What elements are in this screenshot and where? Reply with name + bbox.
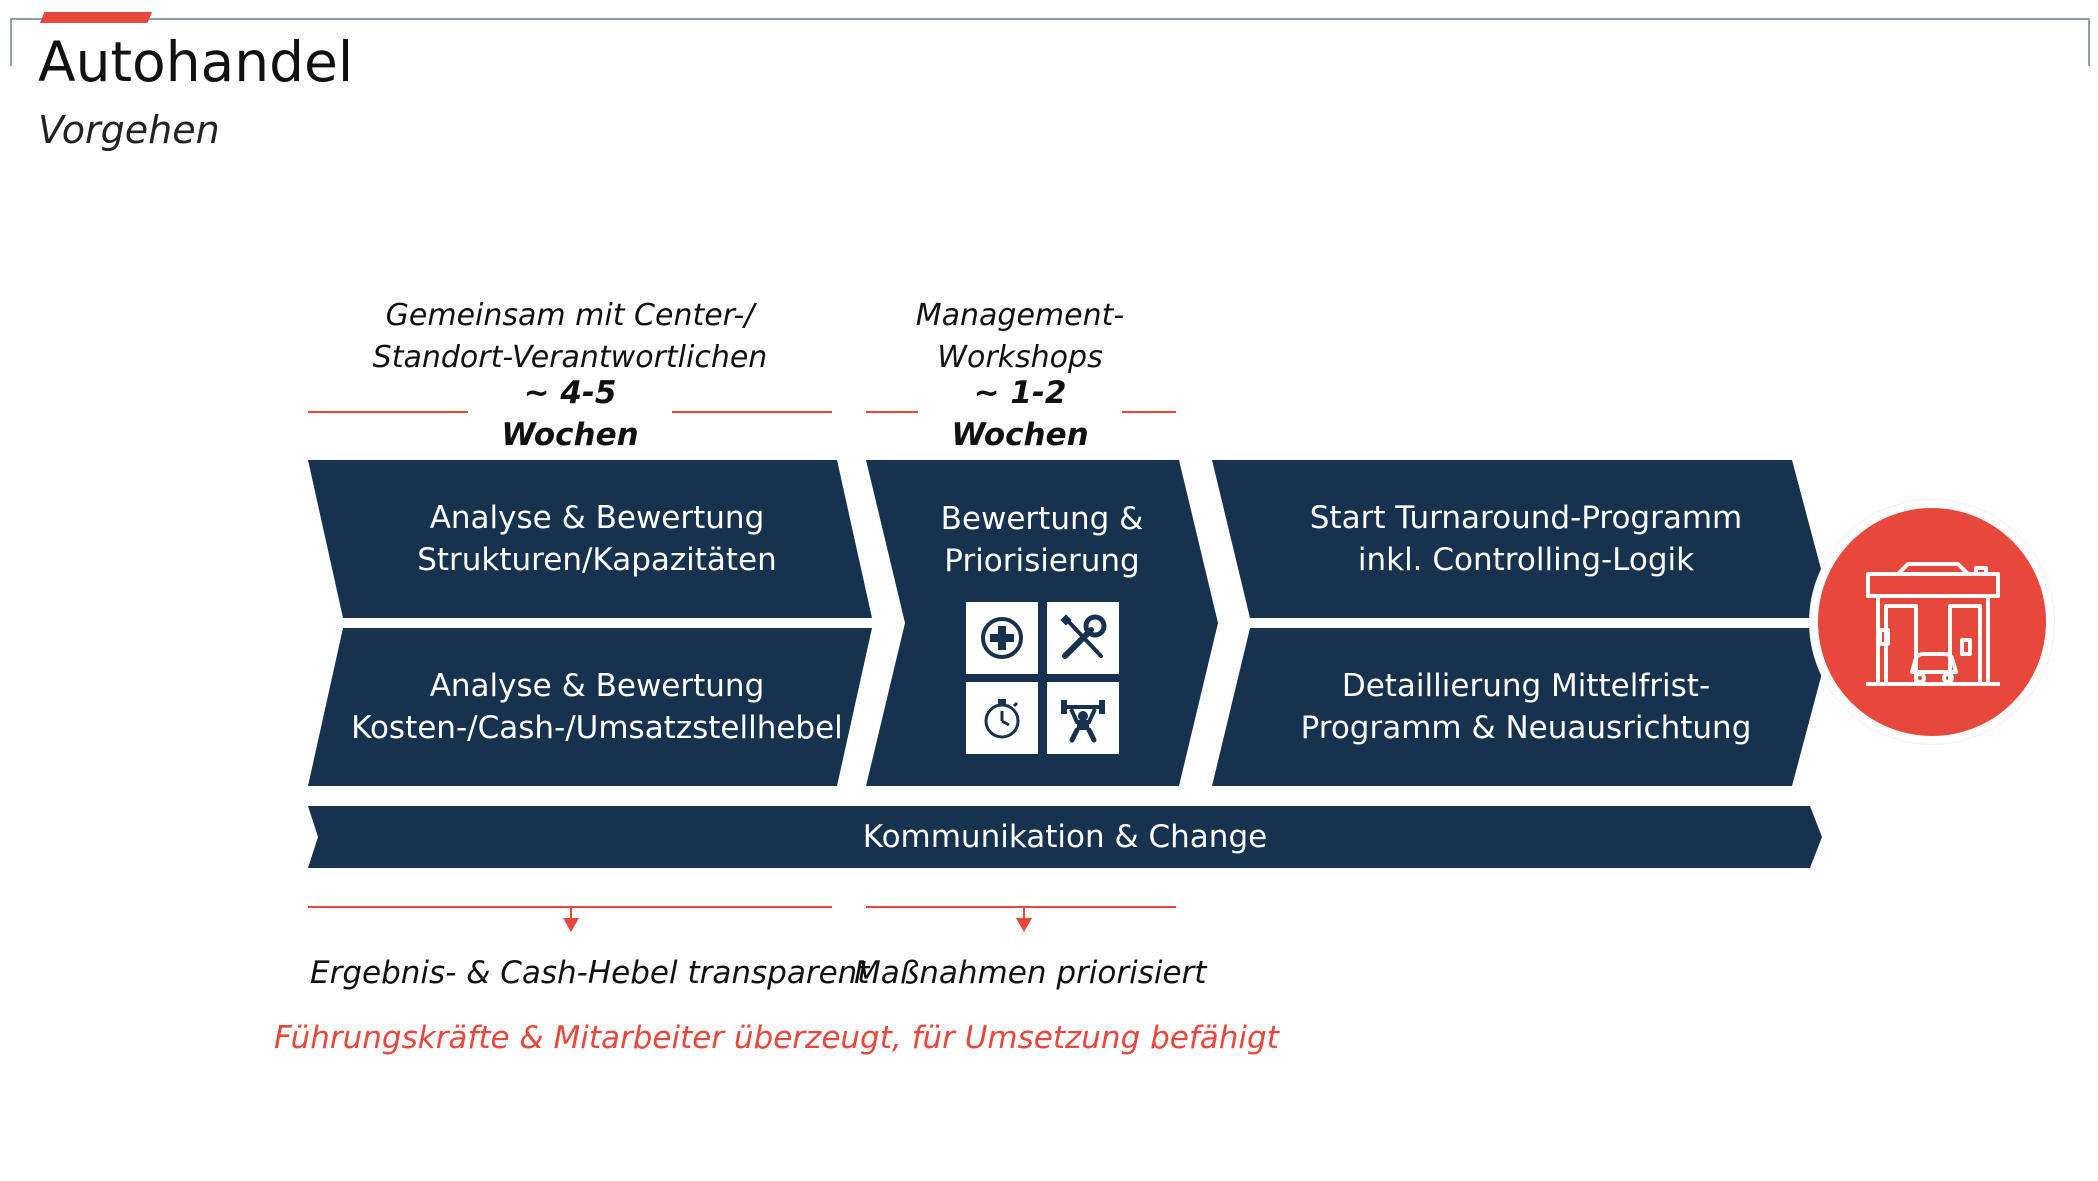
outcome-2-arrow-head [1016, 918, 1032, 932]
frame-right-line [2088, 18, 2090, 66]
outcome-1-arrow-stem [570, 906, 572, 920]
step-communication-label: Kommunikation & Change [862, 819, 1268, 855]
phase-2-line-left [866, 411, 918, 413]
step-start-program-label: Start Turnaround-Programm inkl. Controll… [1309, 500, 1743, 578]
frame-top-line [10, 18, 2090, 20]
outcome-2-arrow-stem [1023, 906, 1025, 920]
phase-1-line-right [672, 411, 832, 413]
medical-cross-icon [981, 617, 1023, 659]
step-analysis-structures-label: Analyse & Bewertung Strukturen/Kapazität… [417, 500, 777, 578]
car-dealership-icon [1866, 562, 2000, 686]
step-prioritization-label: Bewertung & Priorisierung [940, 501, 1144, 579]
outcome-2-line [866, 906, 1176, 908]
step-start-program: Start Turnaround-Programm inkl. Controll… [1212, 460, 1834, 618]
icon-tile-weightlifter [1047, 682, 1119, 754]
goal-circle [1810, 500, 2054, 744]
step-detailing-label: Detaillierung Mittelfrist- Programm & Ne… [1300, 668, 1752, 746]
icon-tile-tools [1047, 602, 1119, 674]
final-outcome-text: Führungskräfte & Mitarbeiter überzeugt, … [274, 1020, 1279, 1056]
page-subtitle: Vorgehen [38, 108, 220, 152]
icon-tile-stopwatch [966, 682, 1038, 754]
accent-bar [40, 12, 152, 23]
tools-icon [1060, 614, 1107, 659]
weightlifter-icon [1061, 700, 1105, 743]
outcome-2-text: Maßnahmen priorisiert [854, 955, 1207, 991]
phase-1-note: Gemeinsam mit Center-/ Standort-Verantwo… [372, 298, 768, 375]
step-prioritization: Bewertung & Priorisierung [866, 460, 1218, 786]
step-communication: Kommunikation & Change [308, 806, 1822, 868]
step-detailing: Detaillierung Mittelfrist- Programm & Ne… [1212, 628, 1834, 786]
step-analysis-costs-label: Analyse & Bewertung Kosten-/Cash-/Umsatz… [351, 668, 843, 746]
phase-1-duration: ~ 4-5 Wochen [501, 375, 639, 453]
phase-2-duration: ~ 1-2 Wochen [951, 375, 1089, 453]
step-analysis-structures: Analyse & Bewertung Strukturen/Kapazität… [308, 460, 872, 618]
stopwatch-icon [984, 699, 1020, 739]
outcome-1-arrow-head [563, 918, 579, 932]
phase-2-line-right [1122, 411, 1176, 413]
page-title: Autohandel [38, 30, 354, 94]
phase-2-note: Management- Workshops [915, 298, 1125, 375]
phase-1-line-left [308, 411, 468, 413]
outcome-1-text: Ergebnis- & Cash-Hebel transparent [310, 955, 870, 991]
frame-left-line [10, 18, 12, 66]
icon-tile-medical [966, 602, 1038, 674]
step-analysis-costs: Analyse & Bewertung Kosten-/Cash-/Umsatz… [308, 628, 872, 786]
